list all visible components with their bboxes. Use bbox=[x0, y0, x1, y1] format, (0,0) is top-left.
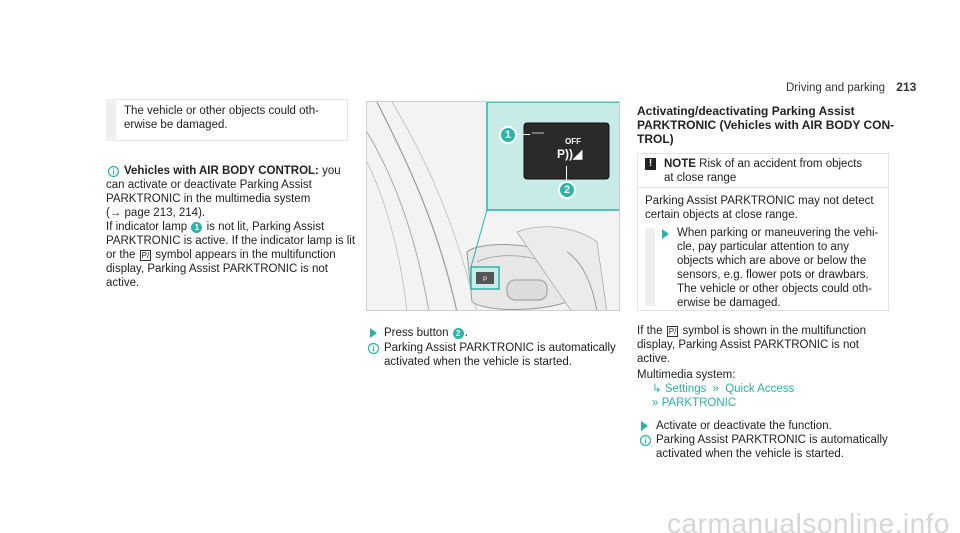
middle-info-line-2: activated when the vehicle is started. bbox=[384, 356, 572, 368]
section-heading-3: TROL) bbox=[637, 132, 674, 146]
note-step-line-5: The vehicle or other objects could oth- bbox=[677, 283, 872, 295]
page-number: 213 bbox=[896, 80, 917, 94]
after-line-2: display, Parking Assist PARKTRONIC is no… bbox=[637, 339, 859, 351]
section-heading-2: PARKTRONIC (Vehicles with AIR BODY CON- bbox=[637, 118, 895, 132]
warning-icon: ! bbox=[645, 158, 656, 170]
after-line-3: active. bbox=[637, 353, 671, 365]
info-icon bbox=[108, 166, 119, 177]
menu-quick-access: Quick Access bbox=[725, 383, 795, 395]
info-line-2: can activate or deactivate Parking Assis… bbox=[106, 179, 312, 191]
panel-off-label: OFF bbox=[565, 137, 581, 146]
section-heading-1: Activating/deactivating Parking Assist bbox=[637, 104, 855, 118]
info-line-5: If indicator lamp 1 is not lit, Parking … bbox=[106, 220, 324, 234]
note-label: NOTE bbox=[664, 158, 696, 170]
callout-1: 1 bbox=[191, 222, 203, 233]
info-line-3: PARKTRONIC in the multimedia system bbox=[106, 193, 311, 205]
note-line-2: at close range bbox=[664, 172, 737, 184]
figure-callout-2: 2 bbox=[558, 181, 576, 199]
after-line-1-rest: symbol is shown in the multifunction bbox=[679, 325, 866, 337]
info-line-9: active. bbox=[106, 277, 140, 289]
watermark: carmanualsonline.info bbox=[667, 508, 950, 533]
section-title-text: Driving and parking bbox=[786, 82, 886, 94]
info-icon bbox=[640, 435, 651, 446]
note-step-bar bbox=[645, 228, 655, 306]
step-arrow-icon bbox=[641, 421, 648, 431]
info-icon bbox=[368, 343, 379, 354]
info-heading: Vehicles with AIR BODY CONTROL: bbox=[124, 165, 319, 177]
chevron-right-icon: » bbox=[712, 383, 720, 395]
note-line-1: NOTE Risk of an accident from objects bbox=[664, 157, 862, 171]
svg-text:P: P bbox=[483, 277, 487, 283]
menu-settings: Settings bbox=[664, 383, 707, 395]
section-title: Driving and parking 213 bbox=[786, 80, 916, 95]
info-line-1: Vehicles with AIR BODY CONTROL: you bbox=[124, 164, 341, 178]
note-step-line-6: erwise be damaged. bbox=[677, 297, 781, 309]
right-info-line-1: Parking Assist PARKTRONIC is automatical… bbox=[656, 434, 888, 446]
middle-step: Press button 2. bbox=[384, 326, 468, 340]
middle-step-post: . bbox=[464, 327, 468, 339]
panel-parking-symbol: P))◢ bbox=[557, 147, 583, 161]
after-pre: If the bbox=[637, 325, 666, 337]
info-line-1-rest: you bbox=[318, 165, 341, 177]
info-line-4: (→ page 213, 214). bbox=[106, 207, 206, 219]
right-step: Activate or deactivate the function. bbox=[656, 420, 832, 432]
note-bar bbox=[106, 99, 116, 141]
note-box bbox=[637, 153, 889, 311]
info-line-8: display, Parking Assist PARKTRONIC is no… bbox=[106, 263, 328, 275]
info-line-7: or the P/ symbol appears in the multifun… bbox=[106, 248, 336, 262]
note-box-line-2: certain objects at close range. bbox=[645, 209, 798, 221]
parking-symbol-icon: P/ bbox=[666, 326, 679, 337]
info-line-6: PARKTRONIC is active. If the indicator l… bbox=[106, 235, 356, 247]
menu-path-1: ↳ Settings » Quick Access bbox=[652, 382, 794, 396]
note-step-line-4: sensors, e.g. flower pots or drawbars. bbox=[677, 269, 869, 281]
chevron-right-icon: » bbox=[652, 397, 659, 409]
console-figure: P bbox=[366, 101, 620, 311]
middle-info-line-1: Parking Assist PARKTRONIC is automatical… bbox=[384, 342, 616, 354]
callout-2-leader bbox=[566, 166, 567, 181]
menu-enter-icon: ↳ bbox=[652, 383, 662, 395]
note-header bbox=[637, 153, 889, 188]
middle-callout-2: 2 bbox=[452, 328, 464, 339]
note-box-line-1: Parking Assist PARKTRONIC may not detect bbox=[645, 195, 874, 207]
note-step-line-1: When parking or maneuvering the vehi- bbox=[677, 227, 879, 239]
note-line-2: erwise be damaged. bbox=[124, 119, 228, 131]
parking-symbol-icon: P/ bbox=[139, 250, 152, 261]
note-step-line-2: cle, pay particular attention to any bbox=[677, 241, 849, 253]
step-arrow-icon bbox=[662, 229, 669, 239]
middle-step-pre: Press button bbox=[384, 327, 452, 339]
info-line-5a: If indicator lamp bbox=[106, 221, 191, 233]
multimedia-label: Multimedia system: bbox=[637, 369, 736, 381]
note-step-line-3: objects which are above or below the bbox=[677, 255, 867, 267]
figure-callout-1: 1 bbox=[499, 126, 517, 144]
callout-1-leader bbox=[516, 134, 530, 135]
info-line-7b: symbol appears in the multifunction bbox=[152, 249, 336, 261]
note-line-1-rest: Risk of an accident from objects bbox=[695, 158, 863, 170]
step-arrow-icon bbox=[370, 328, 377, 338]
after-line-1: If the P/ symbol is shown in the multifu… bbox=[637, 324, 866, 338]
info-line-5b: is not lit, Parking Assist bbox=[203, 221, 325, 233]
console-illustration: P bbox=[367, 102, 619, 310]
right-info-line-2: activated when the vehicle is started. bbox=[656, 448, 844, 460]
note-line-1: The vehicle or other objects could oth- bbox=[124, 105, 319, 117]
info-line-7a: or the bbox=[106, 249, 139, 261]
menu-parktronic: PARKTRONIC bbox=[661, 397, 737, 409]
menu-path-2: » PARKTRONIC bbox=[652, 396, 736, 410]
